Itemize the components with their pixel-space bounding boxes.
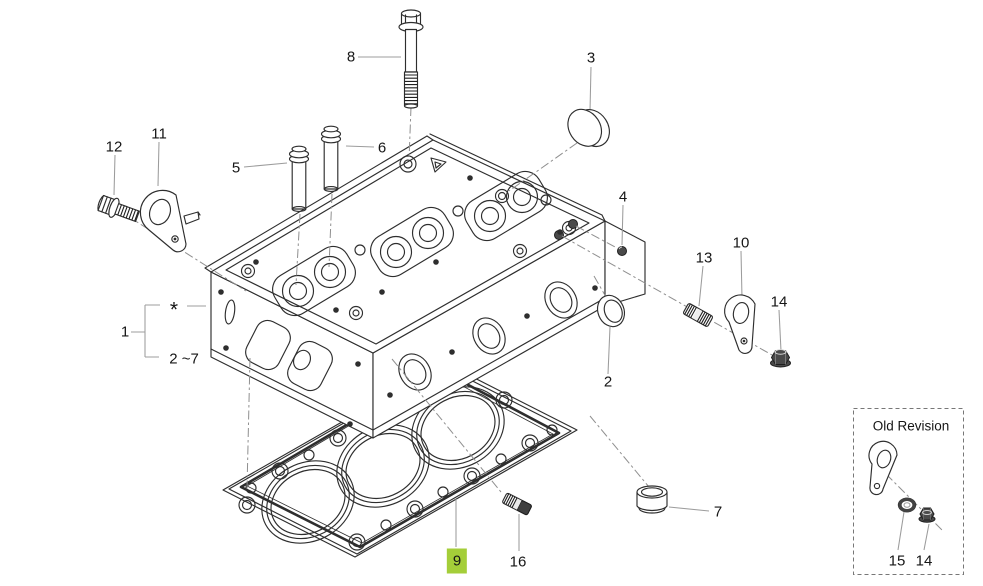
- callout-8[interactable]: 8: [346, 48, 356, 66]
- head-bolt-part-8[interactable]: [398, 9, 424, 109]
- callout-range-2-7[interactable]: 2 ~7: [169, 350, 199, 368]
- group-bracket-part-1: [131, 304, 206, 358]
- callout-12[interactable]: 12: [105, 138, 123, 156]
- callout-10[interactable]: 10: [732, 234, 750, 252]
- old-rev-callout-14[interactable]: 14: [915, 552, 933, 570]
- valve-guide-part-5[interactable]: [288, 145, 310, 212]
- seal-ring-part-2[interactable]: [593, 291, 629, 330]
- cup-plug-part-7[interactable]: [636, 485, 668, 514]
- callout-7[interactable]: 7: [713, 503, 723, 521]
- old-revision-box: [853, 408, 964, 575]
- callout-2[interactable]: 2: [603, 373, 613, 391]
- callout-4[interactable]: 4: [618, 188, 628, 206]
- old-revision-title: Old Revision: [872, 418, 950, 434]
- cylinder-head-part-1[interactable]: [204, 133, 646, 439]
- stud-part-16[interactable]: [502, 492, 532, 516]
- callout-11[interactable]: 11: [151, 125, 167, 143]
- callout-3[interactable]: 3: [586, 49, 596, 67]
- callout-14[interactable]: 14: [770, 293, 788, 311]
- callout-9[interactable]: 9: [446, 548, 468, 574]
- callout-leader-lines: [113, 56, 782, 551]
- old-rev-washer-part-15[interactable]: [897, 497, 917, 513]
- flange-nut-part-14[interactable]: [770, 349, 791, 368]
- old-rev-bracket: [868, 440, 898, 496]
- screw-plug-part-4[interactable]: [617, 246, 627, 256]
- callout-16[interactable]: 16: [509, 553, 527, 571]
- cup-plug-part-3[interactable]: [561, 99, 616, 156]
- callout-5[interactable]: 5: [231, 159, 241, 177]
- stud-part-13[interactable]: [682, 303, 714, 327]
- old-rev-nut-part-14[interactable]: [918, 507, 936, 523]
- valve-guide-part-6[interactable]: [320, 125, 342, 192]
- callout-star[interactable]: *: [169, 298, 179, 322]
- callout-13[interactable]: 13: [695, 249, 713, 267]
- old-rev-callout-15[interactable]: 15: [888, 552, 906, 570]
- valve-seats: [281, 180, 539, 308]
- lifting-eye-part-10[interactable]: [724, 294, 756, 354]
- callout-1[interactable]: 1: [120, 323, 130, 341]
- lifting-bracket-part-11[interactable]: [139, 189, 201, 253]
- callout-6[interactable]: 6: [377, 139, 387, 157]
- hex-bolt-part-12[interactable]: [96, 193, 141, 226]
